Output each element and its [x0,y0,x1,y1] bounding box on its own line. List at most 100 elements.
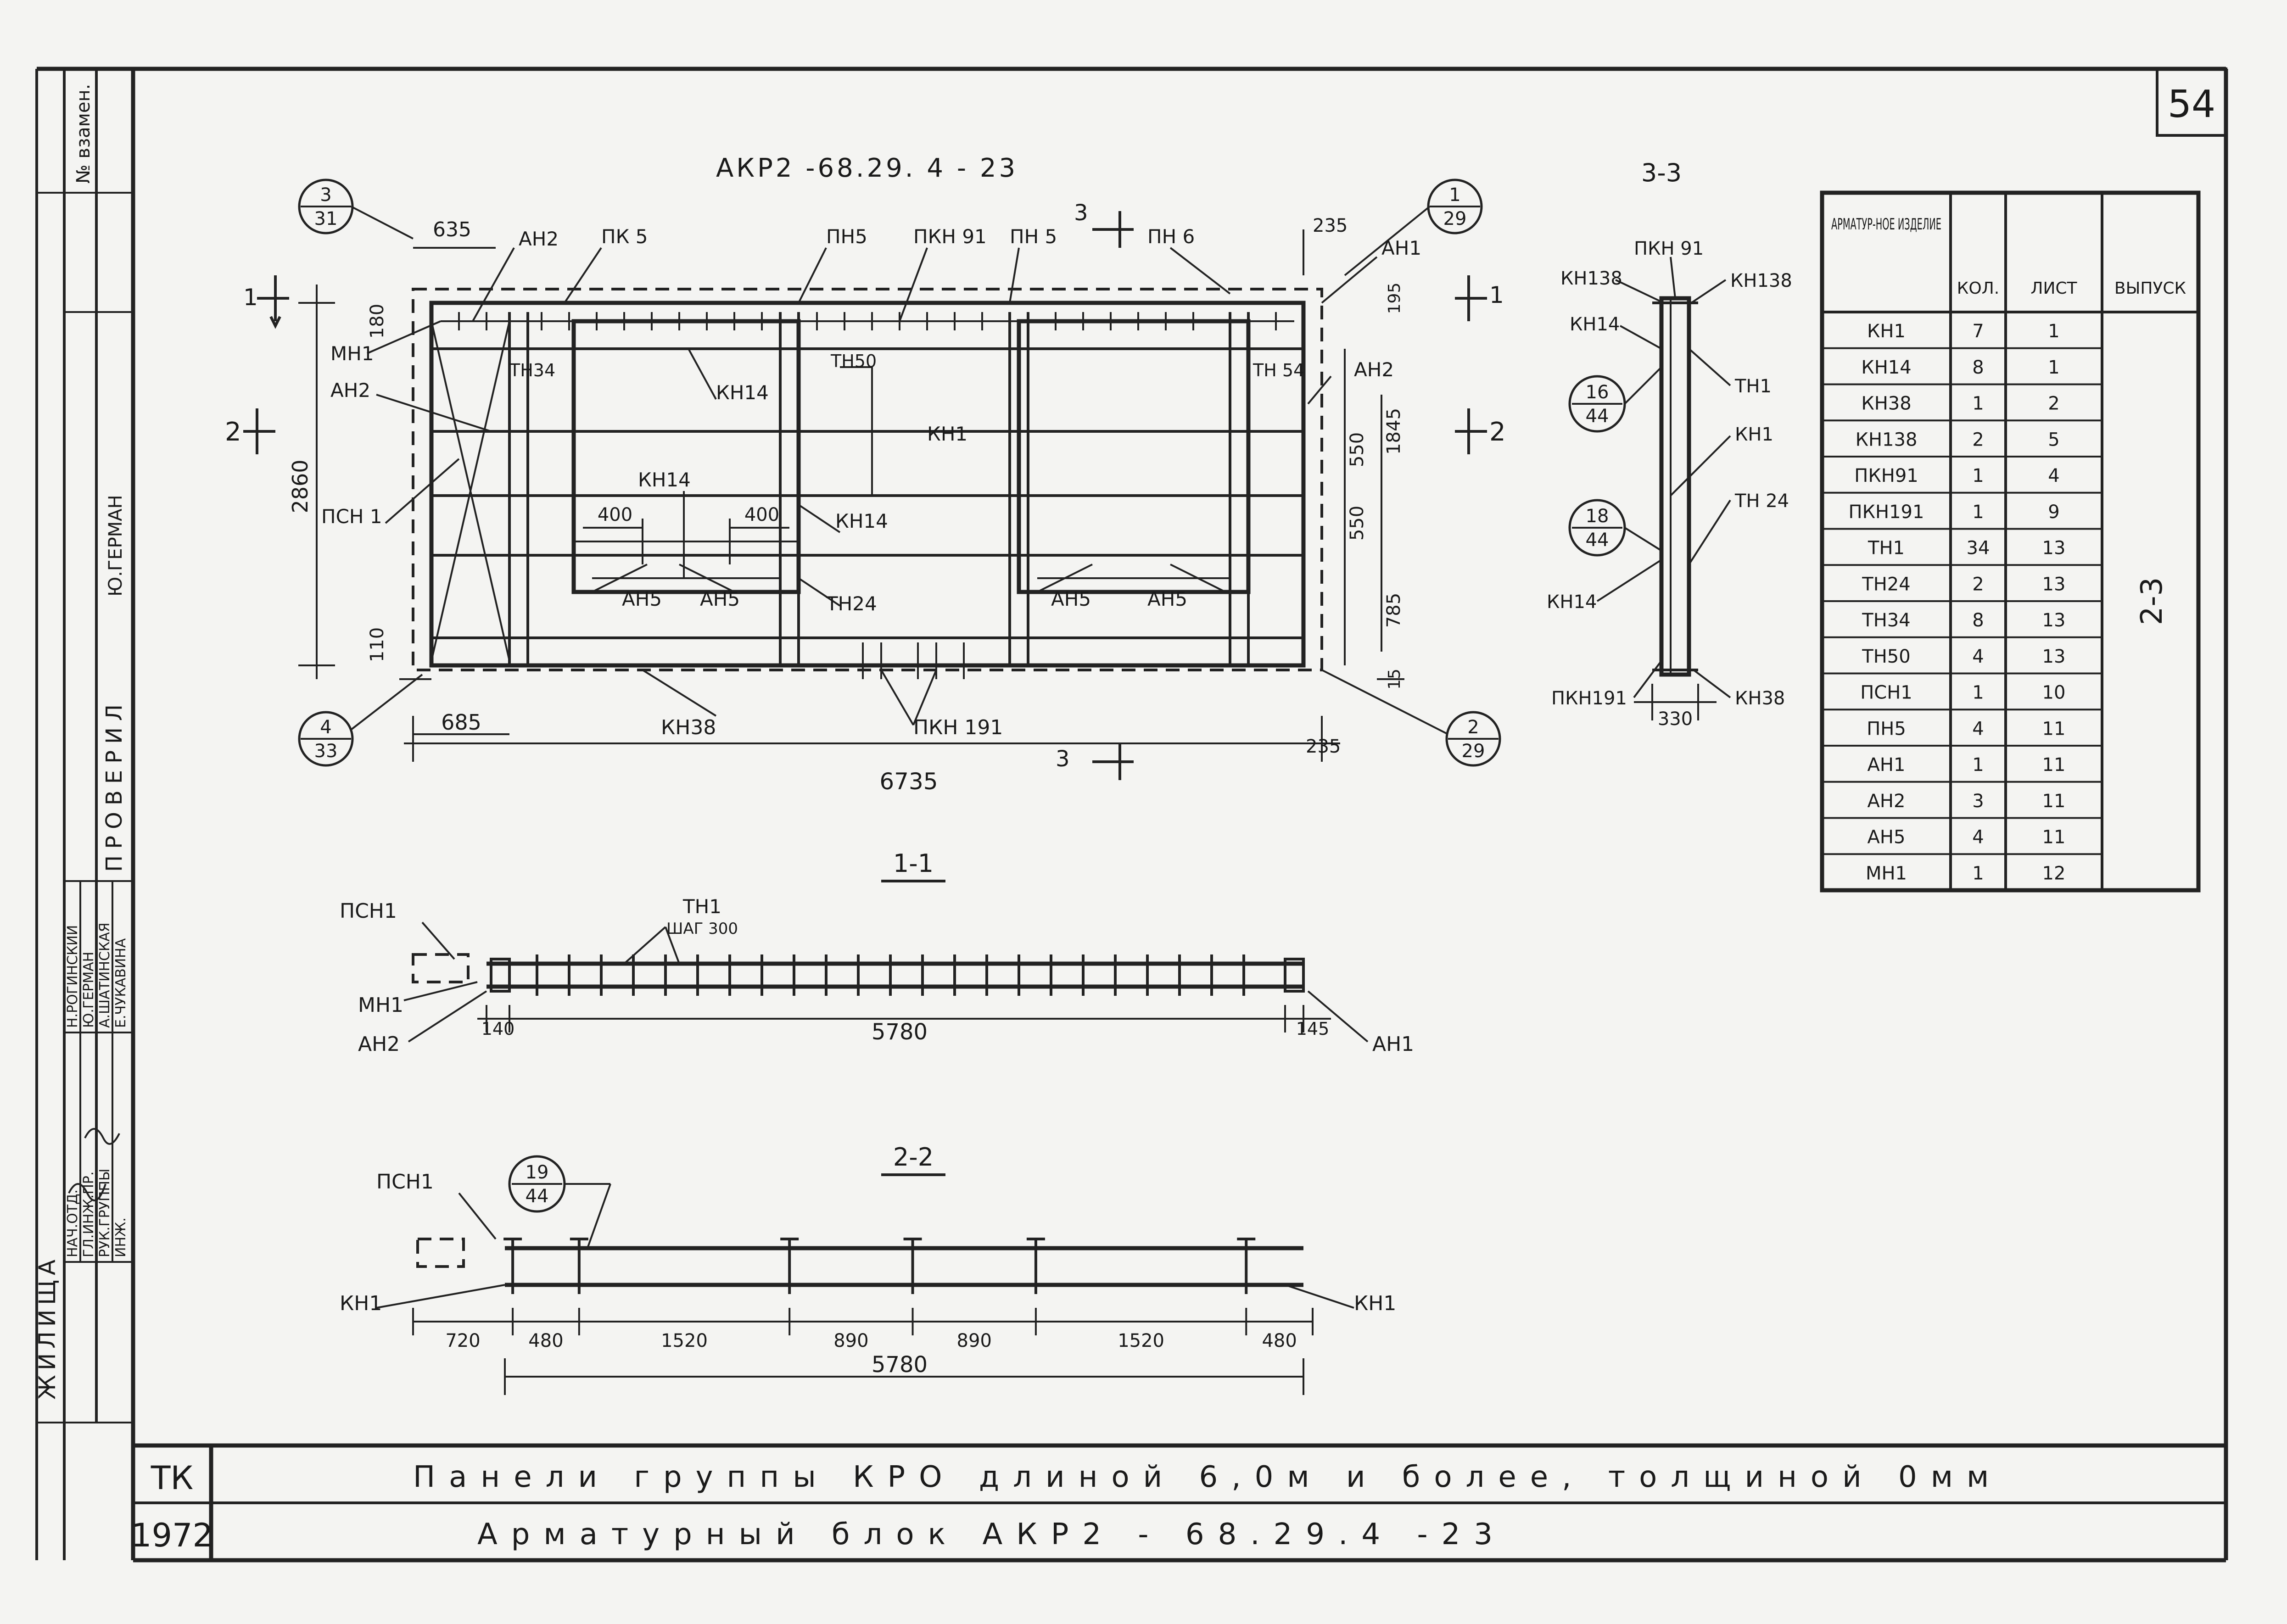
s22-dim-total: 5780 [872,1352,928,1378]
spec-cell-qty: 1 [1972,863,1984,884]
left-strip: № взамен. ПРОВЕРИЛ Ю.ГЕРМАН ЖИЛИЩА НАЧ.О… [34,69,133,1560]
dim-685: 685 [441,710,481,735]
label-tn24: ТН24 [826,592,877,615]
label-pk5: ПК 5 [601,225,648,248]
label-an5-a: АН5 [622,588,662,610]
dim-550-bottom: 550 [1347,506,1368,541]
spec-cell-sheet: 4 [2048,465,2059,486]
main-view-dimensions: 635 235 235 180 2860 110 685 6735 400 40… [288,215,1404,795]
label-pn5-a: ПН5 [826,225,867,248]
svg-text:19: 19 [526,1162,549,1183]
label-pn6: ПН 6 [1147,225,1195,248]
label-pn5-b: ПН 5 [1010,225,1057,248]
name-2: Ю.ГЕРМАН [81,952,97,1028]
s33-label-kn1: КН1 [1735,424,1773,445]
dim-400-left: 400 [598,504,632,525]
dim-635: 635 [433,218,471,241]
s22-dim-label: 720 [445,1330,480,1351]
spec-cell-item: АН2 [1868,791,1906,812]
section-mark-2-left: 2 [225,417,241,447]
german-label: Ю.ГЕРМАН [105,495,126,597]
spec-cell-qty: 34 [1967,538,1990,559]
svg-text:18: 18 [1586,506,1609,527]
signature-1 [68,1183,106,1201]
section-3-3-title: 3-3 [1641,158,1682,187]
spec-cell-sheet: 13 [2042,610,2066,631]
label-an2-left: АН2 [330,379,370,402]
s33-label-kn14-top: КН14 [1570,314,1620,335]
svg-text:29: 29 [1462,741,1485,762]
dim-6735: 6735 [879,768,938,795]
s22-label-psn1: ПСН1 [376,1170,434,1194]
s22-dim-label: 480 [1262,1330,1297,1351]
role-3: РУК.ГРУППЫ [97,1169,113,1257]
spec-cell-item: ПН5 [1867,718,1906,739]
svg-text:44: 44 [1586,530,1609,551]
spec-cell-sheet: 13 [2042,646,2066,667]
name-3: А.ШАТИНСКАЯ [97,922,113,1028]
spec-cell-qty: 8 [1972,357,1984,378]
spec-cell-qty: 8 [1972,610,1984,631]
spec-header-qty: КОЛ. [1957,279,1999,298]
spec-cell-qty: 1 [1972,754,1984,776]
callout-4-33: 4 33 [298,674,423,767]
title-block: ТК 1972 Панели группы КРО длиной 6,0м и … [131,1443,2226,1563]
section-1-1-ticks [536,954,1245,996]
s11-dim-140: 140 [481,1019,515,1039]
callout-19-44: 19 44 [508,1155,611,1249]
label-an2-top: АН2 [519,228,559,250]
spec-cell-sheet: 5 [2048,429,2059,450]
spec-cell-qty: 4 [1972,718,1984,739]
section-mark-1-left: 1 [243,284,258,311]
spec-issue-value: 2-3 [2135,577,2169,625]
dim-550-top: 550 [1347,432,1368,467]
s33-label-kn14-bottom: КН14 [1547,592,1597,613]
dim-235-top: 235 [1313,215,1348,236]
callout-3-31: 3 31 [298,179,414,240]
spec-cell-item: МН1 [1866,863,1907,884]
spec-cell-item: АН1 [1868,754,1906,776]
label-tn34: ТН34 [509,360,555,380]
spec-cell-qty: 2 [1972,429,1984,450]
section-1-1-title: 1-1 [893,849,934,878]
svg-text:4: 4 [320,717,331,738]
label-an1: АН1 [1381,237,1421,259]
spec-cell-sheet: 1 [2048,357,2059,378]
section-3-3: 3-3 330 ПКН 91 КН138 КН138 КН14 ТН1 КН1 … [1547,158,1792,730]
label-tn50: ТН50 [830,351,877,371]
role-4: ИНЖ. [113,1217,129,1257]
s22-dim-label: 1520 [1118,1330,1164,1351]
s11-label-an2: АН2 [358,1032,400,1056]
dim-15: 15 [1385,669,1404,690]
svg-text:31: 31 [314,208,338,229]
label-pkn191: ПКН 191 [913,716,1003,739]
spec-cell-item: ПКН191 [1849,502,1924,523]
spec-cell-qty: 1 [1972,465,1984,486]
spec-cell-item: ТН1 [1868,538,1905,559]
s22-dim-label: 890 [833,1330,868,1351]
dim-180: 180 [367,304,388,339]
callout-1-29: 1 29 [1344,179,1483,276]
section-1-1: 1-1 140 5780 145 ПСН1 МН1 АН2 АН1 ТН1 ША… [340,849,1414,1056]
callout-18-44: 18 44 [1568,499,1662,557]
label-kn14-c: КН14 [835,510,888,532]
s22-dim-label: 480 [528,1330,563,1351]
s33-label-kn138-right: КН138 [1730,270,1792,291]
spec-table: АРМАТУР-НОЕ ИЗДЕЛИЕ КОЛ. ЛИСТ ВЫПУСК 2-3… [1820,190,2201,893]
spec-cell-item: АН5 [1868,827,1906,848]
spec-cell-sheet: 13 [2042,538,2066,559]
spec-cell-sheet: 11 [2042,791,2066,812]
label-psn1: ПСН 1 [321,505,382,528]
main-view-labels: ПК 5 ПН5 ПКН 91 ПН 5 ПН 6 АН1 АН2 МН1 АН… [321,225,1421,739]
stamp-year: 1972 [131,1517,213,1554]
svg-text:2: 2 [1467,717,1479,738]
main-view [412,288,1323,679]
svg-text:44: 44 [526,1186,549,1207]
spec-cell-sheet: 2 [2048,393,2059,414]
vzamen-label: № взамен. [73,84,94,184]
sheet-number: 54 [2168,83,2215,126]
spec-cell-sheet: 11 [2042,827,2066,848]
stamp-tk: ТК [151,1459,193,1497]
